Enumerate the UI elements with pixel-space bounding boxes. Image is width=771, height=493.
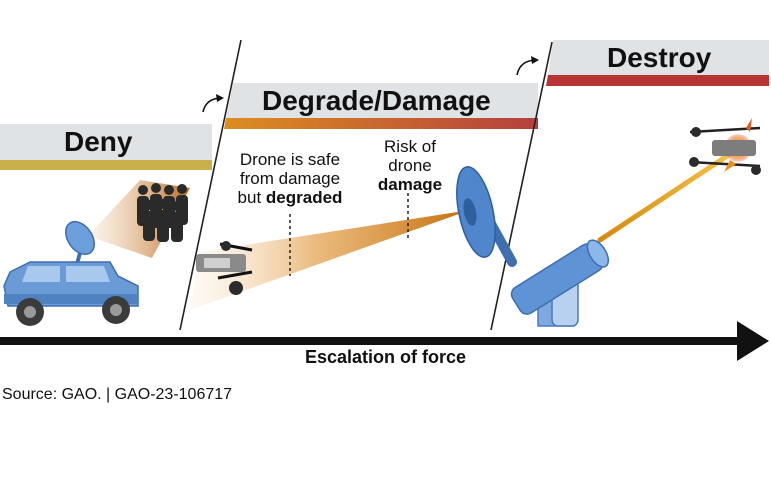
destroy-bar	[546, 75, 769, 86]
escalation-axis-label: Escalation of force	[304, 347, 467, 367]
escalation-arrow	[0, 321, 769, 361]
laser-cannon-icon	[510, 239, 610, 327]
annotation-line: but degraded	[237, 188, 343, 207]
annotation-line: Drone is safe	[239, 150, 341, 169]
divider-line-2	[490, 41, 553, 331]
source-note: Source: GAO. | GAO-23-106717	[2, 386, 233, 403]
satellite-dish-icon	[64, 220, 96, 256]
annotation-line: damage	[377, 175, 443, 194]
deny-header	[0, 124, 212, 170]
degrade-header	[224, 83, 538, 129]
annotation-line: drone	[388, 156, 432, 175]
destroy-header	[546, 40, 769, 86]
divider-line-1	[179, 39, 242, 331]
people-crowd-icon	[137, 183, 188, 242]
laser-beam	[597, 147, 739, 243]
stage-title-deny: Deny	[64, 126, 133, 157]
stage-title-destroy: Destroy	[607, 42, 712, 73]
deny-bar	[0, 160, 212, 170]
stage-title-degrade: Degrade/Damage	[262, 85, 491, 116]
curved-arrow-icon	[516, 56, 539, 76]
curved-arrow-icon	[202, 94, 224, 113]
annotation-line: Risk of	[384, 137, 436, 156]
safe-annotation: Drone is safe from damage but degraded	[226, 150, 354, 207]
military-vehicle-icon	[3, 220, 139, 326]
dish-antenna-icon	[456, 166, 517, 267]
risk-annotation: Risk of drone damage	[368, 137, 452, 194]
degrade-beam	[190, 210, 470, 310]
destroyed-drone-icon	[689, 118, 761, 175]
degrade-bar	[224, 118, 538, 129]
drone-icon	[196, 241, 253, 295]
annotation-line: from damage	[239, 169, 341, 188]
